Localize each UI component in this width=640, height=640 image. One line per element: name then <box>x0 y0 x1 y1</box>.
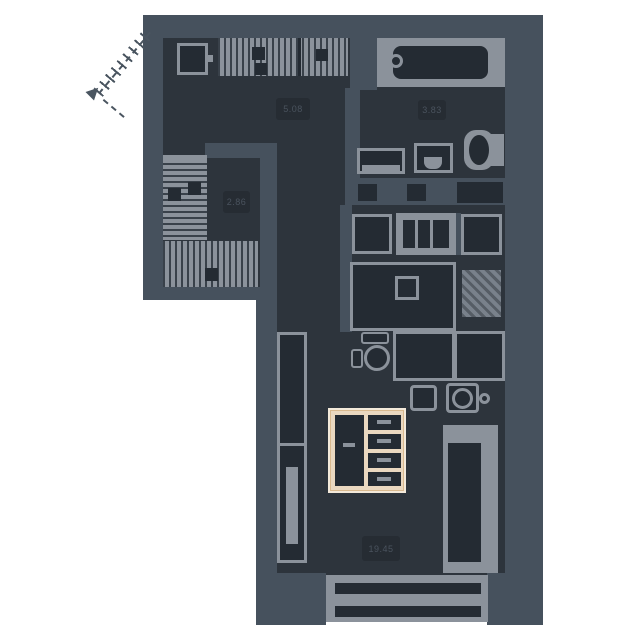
wall-living-left <box>256 300 277 625</box>
kitchen-counter-lower-icon[interactable] <box>393 331 505 381</box>
wall-bath-corridor-divider <box>345 88 360 205</box>
area-badge-wardrobe-label: 2.86 <box>226 197 247 207</box>
area-badge-living-label: 19.45 <box>368 543 394 554</box>
washing-machine-icon[interactable] <box>357 148 405 174</box>
door-opening <box>358 184 377 201</box>
balcony-icon <box>326 575 488 622</box>
stool-icon[interactable] <box>446 383 479 413</box>
toilet-icon[interactable] <box>464 130 505 170</box>
wardrobe-top-shelf-icon[interactable] <box>163 155 207 163</box>
area-badge-bathroom[interactable]: 3.83 <box>418 100 446 120</box>
wall-kitchen-divider <box>456 213 461 255</box>
vent-shaft-icon <box>462 270 501 317</box>
chair-icon[interactable] <box>361 332 389 344</box>
door-opening <box>407 184 426 201</box>
wall-bottom-left-block <box>256 573 326 625</box>
bed-icon[interactable] <box>443 425 498 573</box>
area-badge-hall-label: 5.08 <box>283 104 303 114</box>
wall-bottom-right-block <box>487 573 505 625</box>
kitchen-island-icon[interactable] <box>350 262 456 331</box>
wardrobe-side-icon[interactable] <box>163 163 207 240</box>
kitchen-counter-icon[interactable] <box>352 214 392 254</box>
wall-kitchen-left <box>340 205 352 332</box>
wall-wardrobe-top <box>205 143 260 158</box>
sink-icon[interactable] <box>414 143 453 173</box>
wall-top <box>143 15 543 38</box>
hall-wardrobe-icon[interactable] <box>218 38 348 76</box>
area-badge-wardrobe[interactable]: 2.86 <box>223 191 250 213</box>
stove-icon[interactable] <box>396 213 456 255</box>
wall-wardrobe-right <box>260 143 277 300</box>
knob-icon <box>479 393 490 404</box>
door-opening <box>457 182 503 203</box>
stool-icon[interactable] <box>410 385 437 411</box>
wall-left-upper <box>143 15 163 300</box>
wall-hall-bath-divider <box>350 30 377 90</box>
area-badge-hall[interactable]: 5.08 <box>276 98 310 120</box>
hall-cabinet-handle-icon <box>207 55 213 62</box>
shelving-unit-icon[interactable] <box>328 408 406 493</box>
hall-cabinet-icon[interactable] <box>177 43 208 75</box>
wall-wardrobe-bottom <box>143 287 277 300</box>
chair-icon[interactable] <box>351 349 363 368</box>
area-badge-living[interactable]: 19.45 <box>362 536 400 561</box>
bathtub-icon[interactable] <box>377 38 505 87</box>
area-badge-bathroom-label: 3.83 <box>422 105 442 115</box>
wardrobe-bottom-icon[interactable] <box>163 241 258 287</box>
tall-cabinet-icon[interactable] <box>277 332 307 563</box>
dining-table-icon[interactable] <box>364 345 390 371</box>
fridge-icon[interactable] <box>461 214 502 255</box>
room-corridor <box>277 90 345 332</box>
wall-right <box>505 38 543 625</box>
